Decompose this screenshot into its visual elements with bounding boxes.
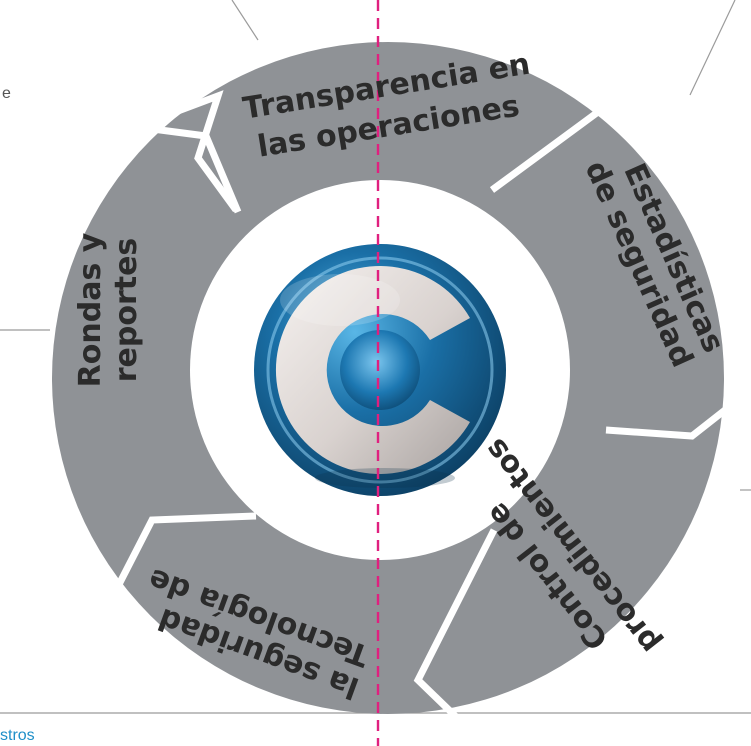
segment-label-line: reportes [109,238,144,383]
svg-text:reportes: reportes [109,238,144,383]
separator-top-right [489,36,603,193]
separator-left-top [129,122,242,214]
segment-label-line: Rondas y [73,232,108,387]
c-logo-icon [254,244,506,496]
segment-label-rondas: Rondas y reportes [73,232,144,387]
separator-top-left [120,90,239,213]
separator-bottom [413,528,498,743]
separator-right [605,389,751,440]
segment-separators [106,36,751,743]
edge-fragment-left: e [2,85,11,102]
leader-line-top-left [231,0,259,41]
separator-bottom-left [106,512,257,604]
leader-line-top-right [689,0,736,96]
svg-text:Rondas y: Rondas y [73,232,108,387]
edge-fragment-bottom: stros [0,727,35,744]
